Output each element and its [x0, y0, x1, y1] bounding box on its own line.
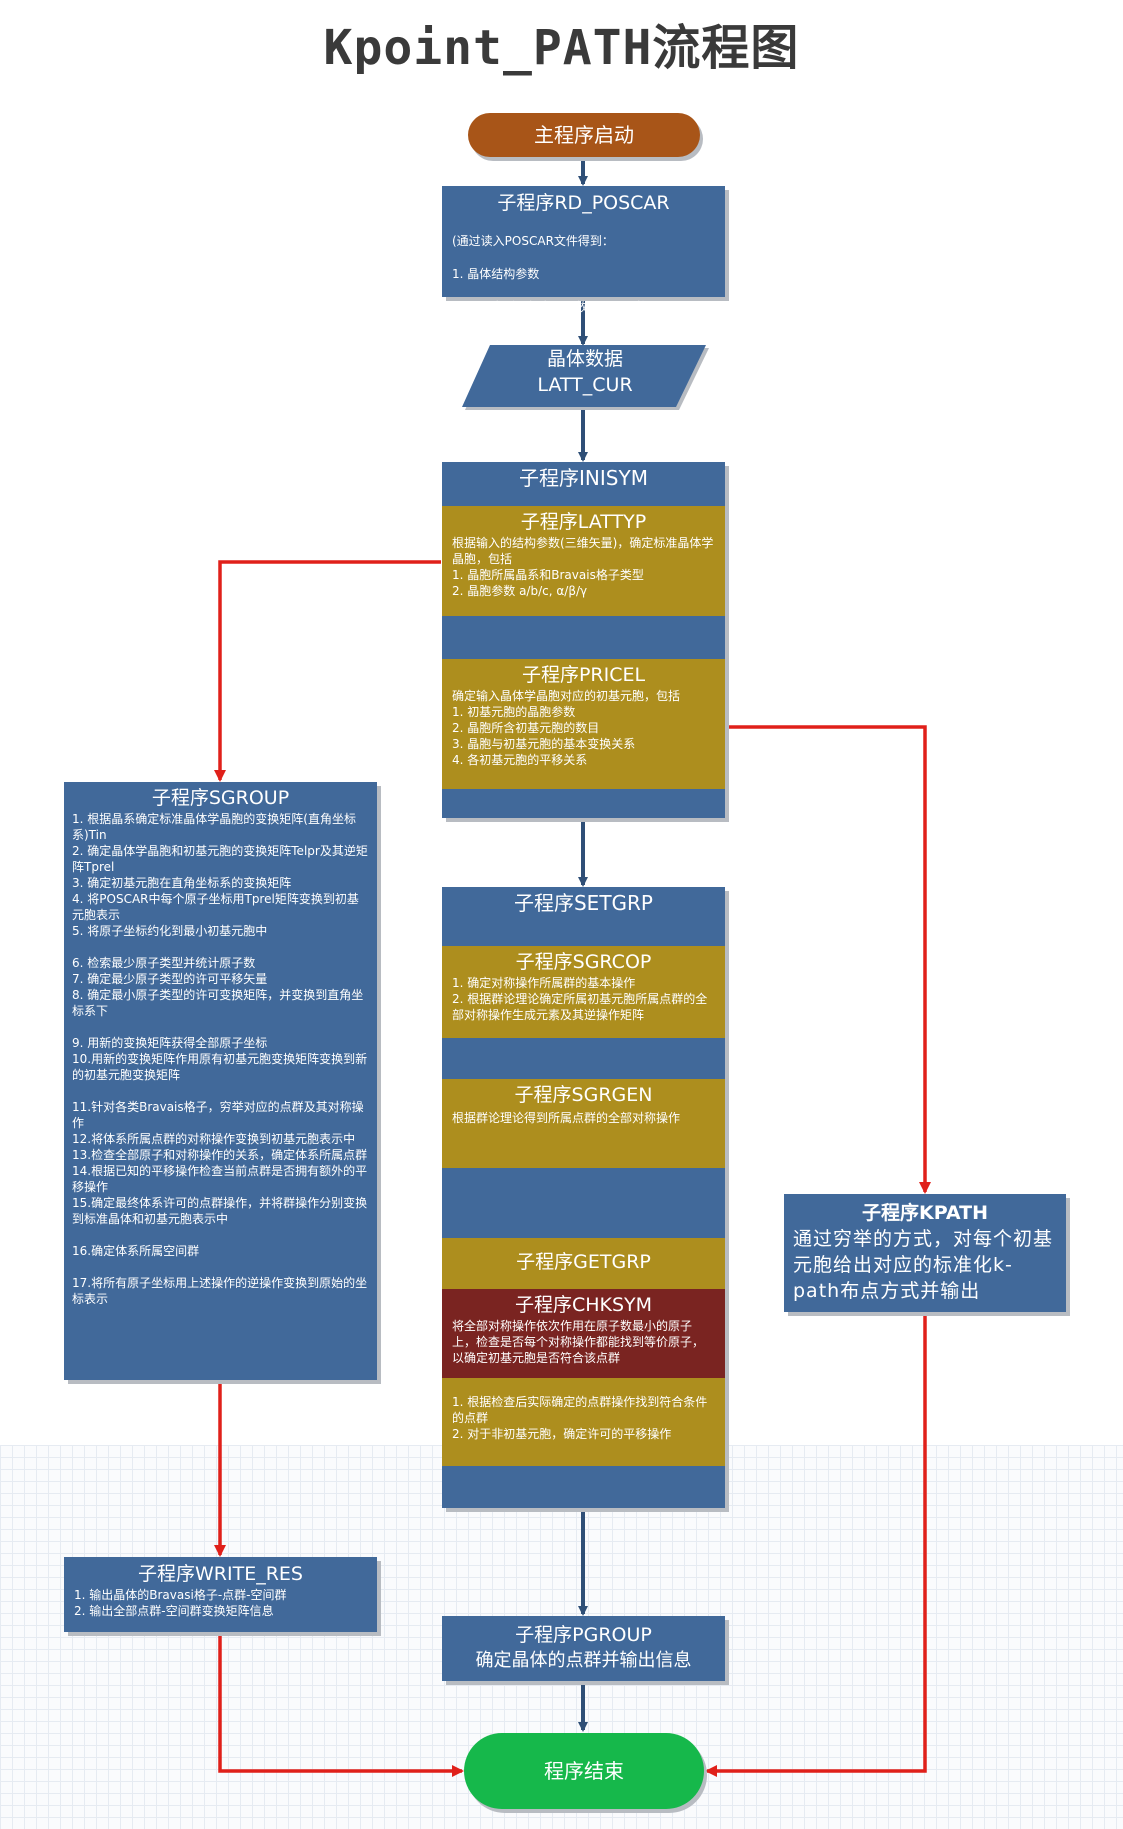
inisym-title: 子程序INISYM [519, 466, 648, 490]
arrow-writeres-to-end [218, 1633, 464, 1777]
rd-poscar-line: (通过读入POSCAR文件得到： [452, 233, 614, 248]
chksym-text: 将全部对称操作依次作用在原子数最小的原子上，检查是否每个对称操作都能找到等价原子… [452, 1319, 705, 1365]
write-res-box: 子程序WRITE_RES 1. 输出晶体的Bravasi格子-点群-空间群 2.… [64, 1557, 377, 1632]
pgroup-title: 子程序PGROUP [515, 1624, 652, 1646]
lattyp-text: 根据输入的结构参数(三维矢量)，确定标准晶体学晶胞，包括 1. 晶胞所属晶系和B… [452, 536, 714, 598]
sgroup-title: 子程序SGROUP [151, 787, 290, 809]
chksym-box: 子程序CHKSYM 将全部对称操作依次作用在原子数最小的原子上，检查是否每个对称… [442, 1289, 725, 1378]
getgrp-notes-text: 1. 根据检查后实际确定的点群操作找到符合条件的点群 2. 对于非初基元胞，确定… [452, 1395, 708, 1441]
write-res-title: 子程序WRITE_RES [138, 1563, 303, 1585]
setgrp-title: 子程序SETGRP [513, 891, 653, 915]
pgroup-box: 子程序PGROUP 确定晶体的点群并输出信息 [442, 1616, 725, 1681]
sgrcop-text: 1. 确定对称操作所属群的基本操作 2. 根据群论理论确定所属初基元胞所属点群的… [452, 976, 708, 1022]
arrow-kpath-to-end [705, 1313, 927, 1777]
diagram-title: Kpoint_PATH流程图 [323, 20, 800, 76]
rd-poscar-box: 子程序RD_POSCAR (通过读入POSCAR文件得到： 1. 晶体结构参数 … [442, 186, 725, 352]
pricel-box: 子程序PRICEL 确定输入晶体学晶胞对应的初基元胞，包括 1. 初基元胞的晶胞… [442, 659, 725, 789]
write-res-text: 1. 输出晶体的Bravasi格子-点群-空间群 2. 输出全部点群-空间群变换… [74, 1588, 287, 1618]
sgrgen-title: 子程序SGRGEN [514, 1084, 653, 1106]
rd-poscar-line: 1. 晶体结构参数 [452, 266, 540, 281]
end-terminator: 程序结束 [464, 1733, 704, 1809]
rd-poscar-line: 2. 原子类型、每类原子数目、原子数目 [452, 299, 660, 314]
crystal-data-label: 晶体数据 LATT_CUR [460, 346, 710, 398]
arrow-pricel-to-kpath [726, 725, 931, 1194]
start-terminator: 主程序启动 [468, 113, 700, 157]
start-label: 主程序启动 [534, 123, 634, 147]
lattyp-box: 子程序LATTYP 根据输入的结构参数(三维矢量)，确定标准晶体学晶胞，包括 1… [442, 506, 725, 616]
sgroup-text: 1. 根据晶系确定标准晶体学晶胞的变换矩阵(直角坐标系)Tin 2. 确定晶体学… [72, 812, 368, 1306]
sgrgen-box: 子程序SGRGEN 根据群论理论得到所属点群的全部对称操作 [442, 1079, 725, 1168]
crystal-data-line2: LATT_CUR [537, 374, 633, 396]
getgrp-title: 子程序GETGRP [516, 1251, 651, 1273]
getgrp-notes: 1. 根据检查后实际确定的点群操作找到符合条件的点群 2. 对于非初基元胞，确定… [442, 1392, 725, 1462]
pgroup-text: 确定晶体的点群并输出信息 [475, 1650, 692, 1671]
kpath-text: 通过穷举的方式，对每个初基元胞给出对应的标准化k-path布点方式并输出 [793, 1228, 1054, 1302]
kpath-title: 子程序KPATH [862, 1202, 988, 1224]
crystal-data-parallelogram [462, 345, 709, 410]
kpath-box: 子程序KPATH 通过穷举的方式，对每个初基元胞给出对应的标准化k-path布点… [784, 1194, 1066, 1312]
rd-poscar-title: 子程序RD_POSCAR [497, 192, 670, 214]
sgrgen-text: 根据群论理论得到所属点群的全部对称操作 [452, 1111, 681, 1125]
sgroup-box: 子程序SGROUP 1. 根据晶系确定标准晶体学晶胞的变换矩阵(直角坐标系)Ti… [64, 782, 377, 1380]
pricel-title: 子程序PRICEL [521, 664, 646, 686]
arrow-lattyp-to-sgroup [214, 560, 441, 782]
chksym-title: 子程序CHKSYM [514, 1294, 653, 1316]
sgrcop-box: 子程序SGRCOP 1. 确定对称操作所属群的基本操作 2. 根据群论理论确定所… [442, 946, 725, 1038]
end-label: 程序结束 [544, 1759, 624, 1783]
sgrcop-title: 子程序SGRCOP [515, 951, 652, 973]
crystal-data-line1: 晶体数据 [546, 348, 623, 370]
lattyp-title: 子程序LATTYP [520, 511, 647, 533]
pricel-text: 确定输入晶体学晶胞对应的初基元胞，包括 1. 初基元胞的晶胞参数 2. 晶胞所含… [452, 689, 681, 767]
